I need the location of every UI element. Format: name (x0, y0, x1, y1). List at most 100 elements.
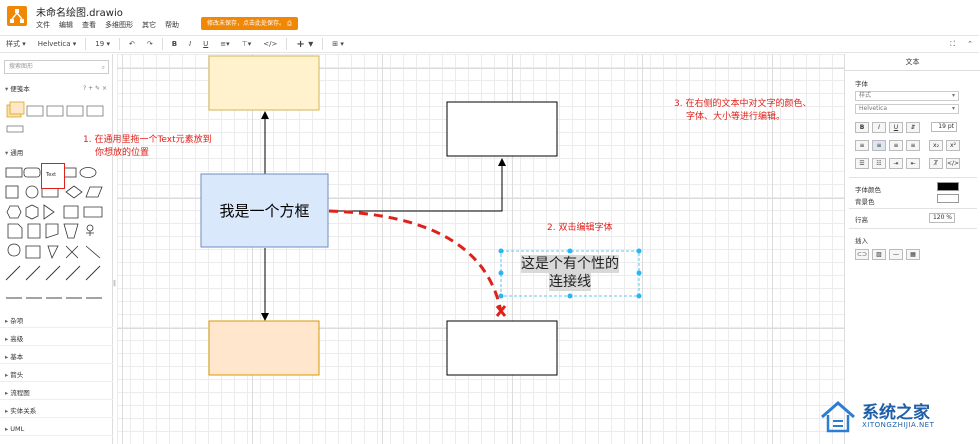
font-family-value: Helvetica (859, 105, 888, 112)
menu-arrange[interactable]: 多维图形 (105, 21, 133, 29)
watermark-brand: 系统之家 (862, 403, 930, 423)
chevron-right-icon: ▸ (5, 335, 9, 343)
shape-search-input[interactable]: 搜索图形 ⌕ (4, 60, 109, 74)
section-label: 高级 (10, 335, 24, 343)
section-flowchart[interactable]: ▸流程图 (0, 386, 113, 400)
align-center-icon[interactable]: ≡ (872, 140, 886, 151)
section-label: 杂项 (10, 317, 24, 325)
section-scratchpad[interactable]: ▾便笺本 ? + ✎ × (0, 82, 113, 96)
menu-view[interactable]: 查看 (82, 21, 96, 29)
top-right-box[interactable] (446, 101, 558, 157)
insert-image-icon[interactable]: ▨ (872, 249, 886, 260)
superscript-icon[interactable]: x² (946, 140, 960, 151)
selection-handles[interactable] (498, 248, 642, 299)
toolbar: 样式 ▾ Helvetica ▾ 19 ▾ ↶ ↷ B I U ≡▾ ⊤▾ </… (0, 35, 979, 53)
section-general[interactable]: ▾通用 (0, 146, 113, 160)
general-label: 通用 (10, 149, 24, 157)
html-code-icon[interactable]: </> (263, 40, 278, 48)
annotation-step1-line2: 你想放的位置 (95, 148, 150, 158)
collapse-toolbar-icon[interactable]: ⌃ (967, 40, 973, 48)
justify-icon[interactable]: ≡ (906, 140, 920, 151)
vertical-text-icon[interactable]: ⇵ (906, 122, 920, 133)
text-shape-tile[interactable]: Text (41, 163, 65, 189)
bg-color-swatch[interactable] (937, 194, 959, 203)
section-basic[interactable]: ▸基本 (0, 350, 113, 364)
tab-text[interactable]: 文本 (845, 54, 980, 71)
bullet-list-icon[interactable]: ☰ (855, 158, 869, 169)
section-label: 实体关系 (10, 407, 37, 415)
scratchpad-tools[interactable]: ? + ✎ × (83, 85, 107, 92)
main-blue-box[interactable] (200, 173, 329, 248)
edge-label-line1: 这是个有个性的 (521, 255, 619, 273)
general-shapes-palette[interactable] (4, 162, 110, 308)
menu-extras[interactable]: 其它 (142, 21, 156, 29)
underline-button[interactable]: U (203, 40, 209, 48)
chevron-right-icon: ▸ (5, 353, 9, 361)
edge-label[interactable]: 这是个有个性的 连接线 (505, 255, 635, 291)
style-dropdown[interactable]: 样式 ▾ (6, 40, 26, 48)
chevron-right-icon: ▸ (5, 407, 9, 415)
redo-icon[interactable]: ↷ (146, 40, 153, 48)
subscript-icon[interactable]: x₂ (929, 140, 943, 151)
annotation-step3-line1: 3. 在右侧的文本中对文字的颜色、 (674, 99, 812, 109)
top-yellow-box[interactable] (208, 55, 320, 111)
text-align-icon[interactable]: ≡▾ (220, 40, 230, 48)
bottom-orange-box[interactable] (208, 320, 320, 376)
divider (849, 208, 977, 209)
font-section-label: 字体 (855, 80, 868, 88)
italic-button[interactable]: I (189, 40, 192, 48)
insert-button[interactable]: + ▾ (296, 38, 314, 50)
section-arrows[interactable]: ▸箭头 (0, 368, 113, 382)
section-advanced[interactable]: ▸高级 (0, 332, 113, 346)
outdent-icon[interactable]: ⇤ (906, 158, 920, 169)
chevron-down-icon: ▾ (5, 149, 9, 157)
toolbar-divider (322, 38, 324, 50)
font-family-label: Helvetica (37, 40, 71, 48)
italic-button[interactable]: I (872, 122, 886, 133)
align-left-icon[interactable]: ≡ (855, 140, 869, 151)
clear-format-icon[interactable]: T̸ (929, 158, 943, 169)
shapes-sidebar: 搜索图形 ⌕ ▾便笺本 ? + ✎ × ▾通用 (0, 54, 113, 444)
insert-table-icon[interactable]: ▦ (906, 249, 920, 260)
table-icon[interactable]: ⊞ ▾ (332, 40, 344, 48)
insert-hr-icon[interactable]: — (889, 249, 903, 260)
diagram-canvas[interactable]: 我是一个方框 这是个有个性的 连接线 1. 在通用里拖一个Text元素放到 你想… (83, 54, 844, 444)
text-position-icon[interactable]: ⊤▾ (241, 40, 252, 48)
watermark-url: XITONGZHIJIA.NET (862, 421, 935, 429)
font-family-dropdown[interactable]: Helvetica ▾ (37, 40, 77, 48)
bottom-right-box[interactable] (446, 320, 558, 376)
html-code-icon[interactable]: </> (946, 158, 960, 169)
connector-right[interactable] (329, 158, 506, 212)
unsaved-changes-button[interactable]: 修改未保存，点击此处保存。 ⎙ (201, 17, 298, 30)
scratchpad-shapes[interactable] (5, 98, 109, 138)
document-title[interactable]: 未命名绘图.drawio (36, 8, 123, 19)
chevron-right-icon: ▸ (5, 371, 9, 379)
menu-help[interactable]: 帮助 (165, 21, 179, 29)
section-uml[interactable]: ▸UML (0, 422, 113, 436)
undo-icon[interactable]: ↶ (128, 40, 135, 48)
search-icon: ⌕ (101, 64, 105, 71)
font-color-swatch[interactable] (937, 182, 959, 191)
align-right-icon[interactable]: ≡ (889, 140, 903, 151)
insert-link-icon[interactable]: ⊂⊃ (855, 249, 869, 260)
insert-label: 插入 (855, 237, 868, 245)
custom-connector-curve[interactable] (328, 209, 503, 313)
menu-file[interactable]: 文件 (36, 21, 50, 29)
bold-button[interactable]: B (171, 40, 178, 48)
style-select[interactable]: 样式▾ (855, 91, 959, 101)
font-size-dropdown[interactable]: 19 ▾ (95, 40, 110, 48)
underline-button[interactable]: U (889, 122, 903, 133)
font-size-input[interactable]: 19 pt (931, 122, 957, 132)
annotation-step1: 1. 在通用里拖一个Text元素放到 你想放的位置 (83, 134, 212, 160)
numbered-list-icon[interactable]: ☷ (872, 158, 886, 169)
section-entity-relation[interactable]: ▸实体关系 (0, 404, 113, 418)
section-label: UML (10, 425, 25, 433)
line-height-input[interactable]: 120 % (929, 213, 955, 223)
fullscreen-icon[interactable]: ⛶ (950, 39, 956, 48)
menu-edit[interactable]: 编辑 (59, 21, 73, 29)
font-family-select[interactable]: Helvetica▾ (855, 104, 959, 114)
section-misc[interactable]: ▸杂项 (0, 314, 113, 328)
indent-icon[interactable]: ⇥ (889, 158, 903, 169)
sidebar-splitter[interactable]: ‖ (113, 280, 116, 287)
bold-button[interactable]: B (855, 122, 869, 133)
